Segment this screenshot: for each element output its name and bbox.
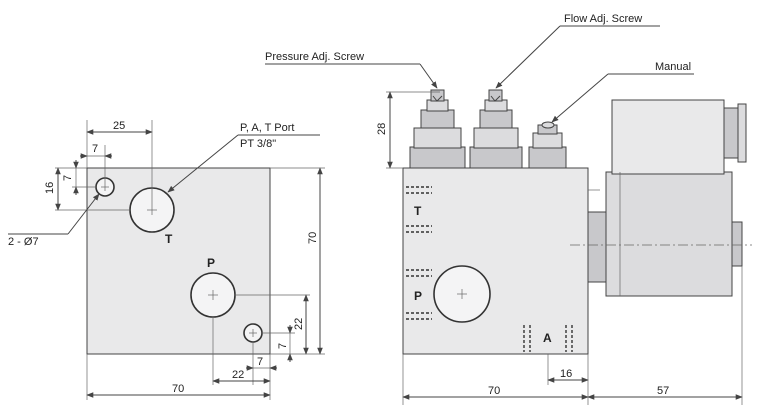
dim-28: 28 [376,123,388,135]
dim-7-top: 7 [92,143,98,155]
dim-22-horizontal: 22 [232,369,244,381]
dim-7-vertical: 7 [277,343,289,349]
dim-25: 25 [113,120,125,132]
solenoid [587,99,747,297]
t-port-label: T [165,232,173,246]
top-view: T P 25 7 1 [8,120,325,400]
manifold-top-face [86,167,271,355]
p-port-label: P [207,256,215,270]
flow-valve [469,89,523,169]
dim-57: 57 [657,385,669,397]
dim-22-vertical: 22 [293,318,305,330]
flow-screw-callout: Flow Adj. Screw [564,13,642,25]
pressure-screw-callout: Pressure Adj. Screw [265,51,364,63]
side-t-label: T [414,204,422,218]
side-view: T P A [265,13,752,405]
dim-70-width-right: 70 [488,385,500,397]
port-size-label: PT 3/8" [240,138,276,150]
pressure-valve [409,89,466,169]
side-a-label: A [543,331,552,345]
dim-7-horizontal: 7 [257,356,263,368]
dim-16-side: 16 [560,368,572,380]
dim-70-height: 70 [307,232,319,244]
manual-valve [528,121,567,169]
port-callout-label: P, A, T Port [240,122,294,134]
dim-70-width-left: 70 [172,383,184,395]
manifold-side-face [402,167,589,355]
side-p-label: P [414,289,422,303]
dim-7-left: 7 [62,175,74,181]
mount-holes-label: 2 - Ø7 [8,236,39,248]
dim-16: 16 [44,182,56,194]
manual-callout: Manual [655,61,691,73]
